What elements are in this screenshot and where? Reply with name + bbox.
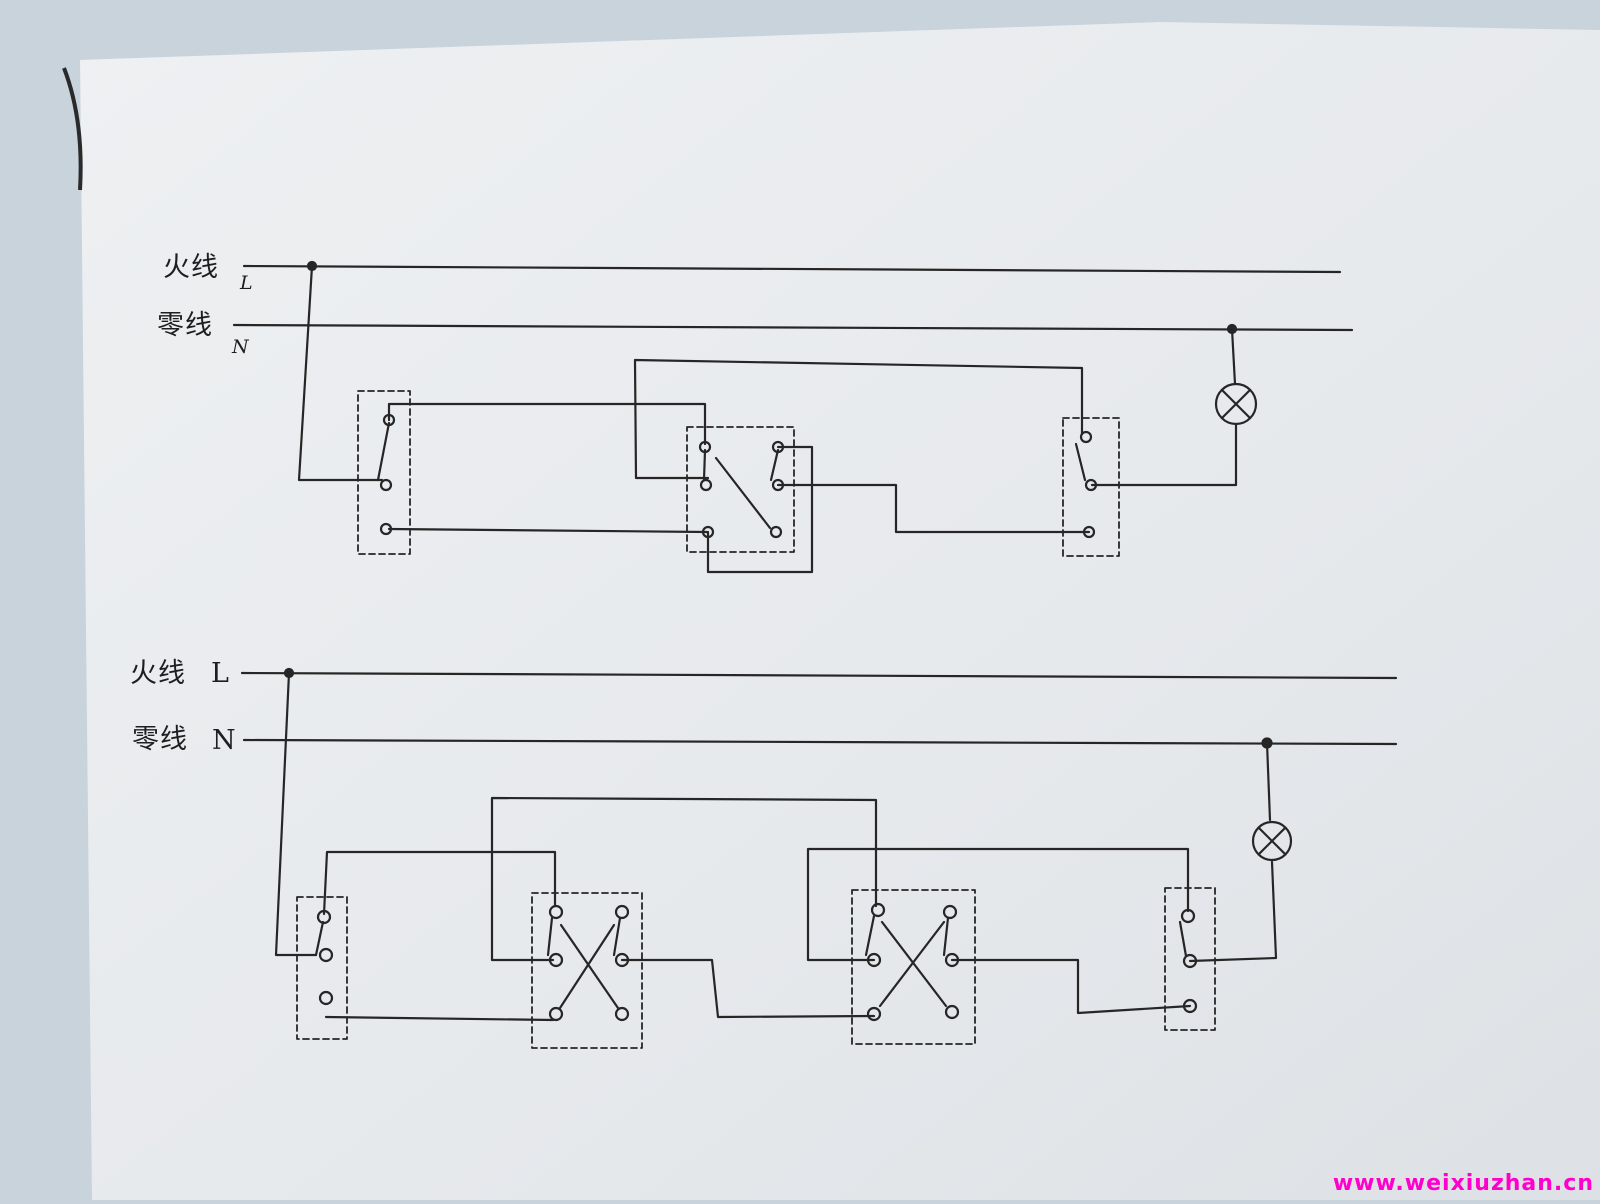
switch-terminal-icon bbox=[379, 522, 393, 536]
bottom-step-link-2 bbox=[950, 958, 1192, 1015]
top-neutral-letter: N bbox=[232, 336, 249, 358]
bottom-switch-3-cross-b bbox=[878, 920, 946, 1008]
bottom-long-link bbox=[490, 796, 878, 962]
bottom-step-link bbox=[620, 958, 876, 1019]
top-switch-2-blade-right bbox=[769, 448, 780, 482]
bottom-switch-4 bbox=[1164, 887, 1216, 1031]
bottom-live-letter: L bbox=[211, 658, 229, 689]
bottom-lamp-return bbox=[1188, 860, 1278, 963]
top-cross-link-b bbox=[706, 445, 814, 574]
lamp-icon bbox=[1251, 820, 1293, 862]
switch-terminal-icon bbox=[1182, 953, 1198, 969]
bottom-switch-3-cross-a bbox=[880, 920, 948, 1008]
switch-terminal-icon bbox=[548, 952, 564, 968]
top-switch-3-box bbox=[1062, 417, 1120, 557]
switch-terminal-icon bbox=[870, 902, 886, 918]
top-traveler-right bbox=[776, 483, 1091, 534]
switch-terminal-icon bbox=[548, 904, 564, 920]
top-switch-3-blade bbox=[1074, 442, 1087, 482]
top-traveler-lower bbox=[387, 527, 709, 534]
switch-terminal-icon bbox=[771, 478, 785, 492]
bottom-switch-2-blade-left bbox=[546, 916, 554, 957]
top-lamp-return bbox=[1090, 422, 1238, 487]
bottom-switch-3-box bbox=[851, 889, 976, 1045]
bottom-neutral-label: 零线 bbox=[132, 724, 188, 755]
bottom-switch-4-box bbox=[1164, 887, 1216, 1031]
switch-terminal-icon bbox=[1084, 478, 1098, 492]
top-switch-3 bbox=[1062, 417, 1120, 557]
bottom-switch-4-blade bbox=[1178, 920, 1188, 958]
top-switch-1 bbox=[357, 390, 411, 555]
switch-terminal-icon bbox=[614, 1006, 630, 1022]
diagram-bottom bbox=[240, 667, 1398, 1049]
switch-terminal-icon bbox=[379, 478, 393, 492]
paper-sheet bbox=[80, 22, 1600, 1200]
top-live-wire bbox=[242, 264, 1342, 274]
switch-terminal-icon bbox=[614, 952, 630, 968]
top-neutral-label: 零线 bbox=[157, 310, 213, 341]
bottom-switch-3-blade-left bbox=[864, 914, 876, 957]
bottom-traveler-a bbox=[322, 850, 557, 916]
switch-terminal-icon bbox=[1180, 908, 1196, 924]
bottom-switch-2-blade-right bbox=[612, 916, 622, 957]
top-live-label: 火线 bbox=[163, 252, 219, 283]
top-neutral-wire bbox=[232, 323, 1354, 332]
bottom-switch-3-blade-right bbox=[942, 916, 950, 957]
bottom-switch-2-cross-a bbox=[559, 923, 620, 1010]
bottom-switch-2-box bbox=[531, 892, 643, 1049]
switch-terminal-icon bbox=[548, 1006, 564, 1022]
bottom-live-label: 火线 bbox=[130, 658, 186, 689]
lamp-icon bbox=[1214, 382, 1258, 426]
bottom-live-feed-wire bbox=[274, 671, 318, 957]
bottom-traveler-b bbox=[324, 1015, 555, 1022]
switch-terminal-icon bbox=[1182, 998, 1198, 1014]
top-traveler-upper bbox=[387, 402, 707, 446]
bottom-switch-1-blade bbox=[314, 920, 325, 957]
site-watermark: www.weixiuzhan.cn bbox=[1332, 1171, 1594, 1196]
switch-terminal-icon bbox=[699, 478, 713, 492]
switch-terminal-icon bbox=[866, 952, 882, 968]
switch-terminal-icon bbox=[1082, 525, 1096, 539]
bottom-neutral-wire bbox=[242, 738, 1398, 746]
top-switch-1-blade bbox=[376, 421, 391, 482]
bottom-live-wire bbox=[240, 671, 1398, 680]
switch-terminal-icon bbox=[701, 525, 715, 539]
bottom-switch-3 bbox=[851, 889, 976, 1045]
top-live-letter: L bbox=[240, 272, 253, 294]
switch-terminal-icon bbox=[942, 904, 958, 920]
switch-terminal-icon bbox=[318, 990, 334, 1006]
top-switch-2 bbox=[686, 426, 795, 553]
top-switch-2-box bbox=[686, 426, 795, 553]
top-lamp-feed bbox=[1230, 327, 1237, 386]
top-switch-2-cross bbox=[714, 456, 772, 530]
bottom-cross-link bbox=[806, 847, 1190, 962]
bottom-switch-1 bbox=[296, 896, 348, 1040]
switch-terminal-icon bbox=[944, 952, 960, 968]
diagram-top bbox=[232, 260, 1354, 574]
switch-terminal-icon bbox=[318, 947, 334, 963]
switch-terminal-icon bbox=[944, 1004, 960, 1020]
switch-terminal-icon bbox=[614, 904, 630, 920]
bottom-neutral-letter: N bbox=[212, 725, 236, 756]
top-switch-1-box bbox=[357, 390, 411, 555]
top-switch-2-blade-left bbox=[702, 448, 707, 482]
bottom-switch-2 bbox=[531, 892, 643, 1049]
switch-terminal-icon bbox=[1079, 430, 1093, 444]
switch-terminal-icon bbox=[316, 909, 332, 925]
switch-terminal-icon bbox=[866, 1006, 882, 1022]
top-cross-link-a bbox=[633, 358, 1084, 480]
bottom-lamp-feed bbox=[1265, 741, 1272, 822]
top-live-feed-wire bbox=[297, 264, 384, 482]
paper-fold-shadow bbox=[62, 67, 83, 191]
bottom-switch-2-cross-b bbox=[558, 923, 616, 1010]
switch-terminal-icon bbox=[769, 525, 783, 539]
bottom-switch-1-box bbox=[296, 896, 348, 1040]
